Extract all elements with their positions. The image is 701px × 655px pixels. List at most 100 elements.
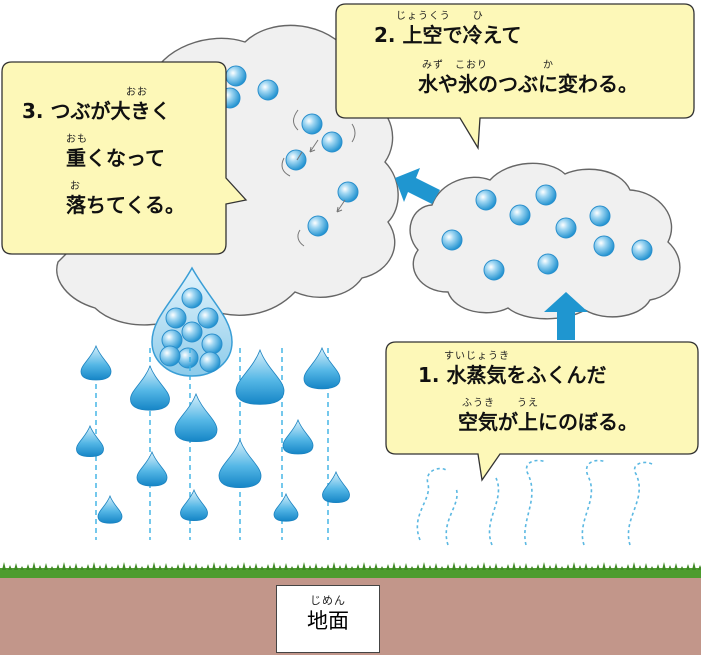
grass-tuft bbox=[44, 563, 48, 570]
callout-step3-box bbox=[1, 61, 248, 255]
grass-tuft bbox=[38, 565, 42, 570]
grass-tuft bbox=[176, 564, 180, 570]
grass-tuft bbox=[686, 564, 690, 570]
grass-tuft bbox=[260, 566, 264, 570]
cloud-droplet bbox=[535, 184, 557, 206]
grass-tuft bbox=[92, 562, 96, 570]
raindrop bbox=[76, 424, 104, 458]
combining-drop bbox=[151, 266, 233, 377]
grass-tuft bbox=[482, 562, 486, 570]
cloud-droplet bbox=[441, 229, 463, 251]
vapor-wisp bbox=[627, 461, 653, 546]
callout-step2-box bbox=[335, 3, 695, 151]
grass-tuft bbox=[200, 566, 204, 570]
grass-tuft bbox=[398, 565, 402, 570]
grass-tuft bbox=[272, 562, 276, 570]
grass-tuft bbox=[404, 563, 408, 570]
cloud-droplet bbox=[307, 215, 329, 237]
grass-tuft bbox=[350, 566, 354, 570]
grass-tuft bbox=[572, 562, 576, 570]
grass-tuft bbox=[392, 562, 396, 570]
grass-tuft bbox=[590, 566, 594, 570]
callout-step3-ruby3: お bbox=[70, 181, 81, 192]
grass-tuft bbox=[566, 564, 570, 570]
grass-tuft bbox=[368, 565, 372, 570]
grass-tuft bbox=[164, 563, 168, 570]
grass-tuft bbox=[578, 565, 582, 570]
grass-tufts bbox=[2, 562, 701, 570]
grass-tuft bbox=[284, 563, 288, 570]
raindrop bbox=[80, 344, 112, 381]
grass-tuft bbox=[602, 562, 606, 570]
raindrop bbox=[235, 348, 285, 405]
grass-tuft bbox=[20, 566, 24, 570]
combining-sphere bbox=[201, 333, 223, 355]
callout-step3-line1: 3. つぶが大きく bbox=[22, 99, 171, 123]
grass-tuft bbox=[380, 566, 384, 570]
grass-tuft bbox=[434, 563, 438, 570]
grass-tuft bbox=[476, 564, 480, 570]
grass-tuft bbox=[122, 562, 126, 570]
combining-sphere bbox=[177, 347, 199, 369]
grass-tuft bbox=[656, 564, 660, 570]
ground-label-text: 地面 bbox=[307, 609, 349, 633]
combining-sphere bbox=[159, 345, 181, 367]
grass-tuft bbox=[308, 565, 312, 570]
callout-step1-line2: 空気が上にのぼる。 bbox=[458, 410, 638, 434]
grass-tuft bbox=[86, 564, 90, 570]
grass-tuft bbox=[206, 564, 210, 570]
grass-tuft bbox=[650, 566, 654, 570]
grass-tuft bbox=[326, 564, 330, 570]
grass-tuft bbox=[224, 563, 228, 570]
raindrop bbox=[174, 392, 218, 443]
grass-tuft bbox=[692, 562, 696, 570]
raindrop bbox=[136, 450, 168, 487]
grass-tuft bbox=[518, 565, 522, 570]
combining-sphere bbox=[165, 307, 187, 329]
grass-tuft bbox=[266, 564, 270, 570]
grass-tuft bbox=[182, 562, 186, 570]
callout-step1-ruby1: すいじょうき bbox=[444, 351, 510, 362]
grass-tuft bbox=[596, 564, 600, 570]
callout-step2: じょうくう ひ 2. 上空で冷えて みず こおり か 水や氷のつぶに変わる。 bbox=[374, 10, 638, 96]
grass-tuft bbox=[386, 564, 390, 570]
grass-tuft bbox=[338, 565, 342, 570]
grass-tuft bbox=[452, 562, 456, 570]
grass-tuft bbox=[422, 562, 426, 570]
callout-step2-line1: 2. 上空で冷えて bbox=[374, 23, 522, 47]
grass-tuft bbox=[26, 564, 30, 570]
cloud-droplet bbox=[225, 65, 247, 87]
combining-sphere bbox=[181, 321, 203, 343]
grass-tuft bbox=[548, 565, 552, 570]
grass-tuft bbox=[302, 562, 306, 570]
grass-tuft bbox=[194, 563, 198, 570]
callout-step1-box bbox=[385, 341, 699, 482]
grass-tuft bbox=[680, 566, 684, 570]
grass-tuft bbox=[554, 563, 558, 570]
callout-step2-ruby2: みず こおり か bbox=[422, 60, 554, 71]
grass-tuft bbox=[278, 565, 282, 570]
raindrop bbox=[322, 470, 350, 504]
grass-tuft bbox=[80, 566, 84, 570]
callout-step3-line3: 落ちてくる。 bbox=[66, 193, 185, 217]
grass-tuft bbox=[344, 563, 348, 570]
vapor-wisp bbox=[416, 467, 447, 541]
combining-sphere bbox=[199, 351, 221, 373]
grass-tuft bbox=[242, 562, 246, 570]
grass-tuft bbox=[542, 562, 546, 570]
grass-tuft bbox=[128, 565, 132, 570]
grass-tuft bbox=[332, 562, 336, 570]
combining-spheres bbox=[159, 287, 223, 373]
ground-label: じめん 地面 bbox=[276, 585, 380, 653]
grass-tuft bbox=[458, 565, 462, 570]
grass-tuft bbox=[104, 563, 108, 570]
callout-step1-ruby2: ふうき うえ bbox=[462, 398, 539, 409]
grass-tuft bbox=[494, 563, 498, 570]
droplet-motion-arrows bbox=[281, 109, 356, 247]
grass-tuft bbox=[314, 563, 318, 570]
arrow-to-big-cloud bbox=[395, 168, 440, 204]
grass-tuft bbox=[698, 565, 701, 570]
grass-tuft bbox=[488, 565, 492, 570]
grass-tuft bbox=[440, 566, 444, 570]
